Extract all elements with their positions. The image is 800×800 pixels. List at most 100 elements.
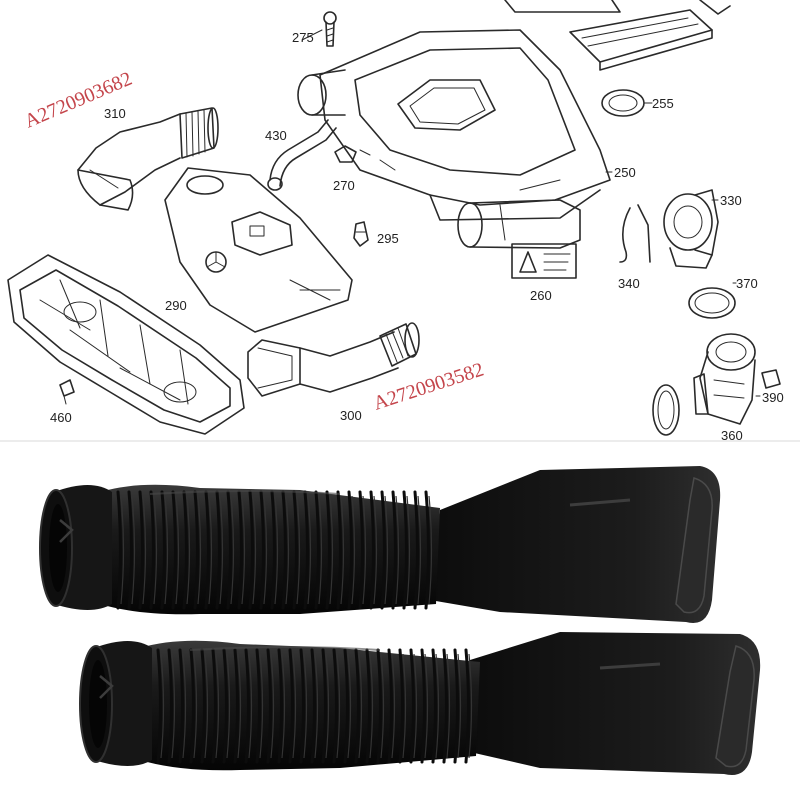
sensor-330-part (663, 189, 719, 269)
hose-rib-highlight (215, 653, 220, 759)
bolt-460-part (59, 379, 75, 405)
callout-270: 270 (333, 178, 355, 193)
hose-rib-highlight (208, 495, 213, 605)
hose-rib (292, 490, 298, 610)
hose-rib (255, 648, 261, 764)
hose-rib-highlight (248, 653, 253, 759)
hose-rib (281, 490, 287, 610)
hose-rib-highlight (241, 495, 246, 605)
callout-430: 430 (265, 128, 287, 143)
hose-rib-highlight (413, 653, 418, 759)
hose-rib-highlight (468, 653, 473, 759)
hose-rib-highlight (281, 653, 286, 759)
hose-rib-highlight (351, 495, 356, 605)
hose-rib-highlight (252, 495, 257, 605)
hose-rib (369, 490, 375, 610)
hose-rib (178, 648, 184, 764)
hose-rib (189, 648, 195, 764)
hose-rib-highlight (303, 653, 308, 759)
hose-rib-highlight (424, 653, 429, 759)
hose-rib-highlight (329, 495, 334, 605)
hose-rib-highlight (457, 653, 462, 759)
hose-rib (226, 490, 232, 610)
exploded-parts-diagram: 275 255 310 430 250 270 330 295 290 260 … (7, 0, 784, 443)
hose-rib (321, 648, 327, 764)
hose-rib (237, 490, 243, 610)
hose-rib (277, 648, 283, 764)
hose-rib (215, 490, 221, 610)
hose-rib-highlight (131, 495, 136, 605)
hose-rib (204, 490, 210, 610)
hose-rib-highlight (204, 653, 209, 759)
hose-rib (431, 648, 437, 764)
hose-rib (413, 490, 419, 610)
hose-rib-highlight (263, 495, 268, 605)
hose-rib-highlight (384, 495, 389, 605)
hose-430-part (267, 119, 337, 191)
hose-rib (200, 648, 206, 764)
hose-rib-highlight (373, 495, 378, 605)
callout-310: 310 (104, 106, 126, 121)
hose-rib-highlight (391, 653, 396, 759)
hose-rib (365, 648, 371, 764)
hose-rib (336, 490, 342, 610)
hose-rib-highlight (164, 495, 169, 605)
hose-rib (127, 490, 133, 610)
hose-rib (288, 648, 294, 764)
callout-340: 340 (618, 276, 640, 291)
hose-rib (343, 648, 349, 764)
hose-rib-highlight (296, 495, 301, 605)
air-duct-310-part (77, 107, 219, 211)
callout-300: 300 (340, 408, 362, 423)
hose-rib-highlight (230, 495, 235, 605)
hose-rib-highlight (314, 653, 319, 759)
hose-rib (149, 490, 155, 610)
hose-rib-highlight (347, 653, 352, 759)
hose-rib-highlight (160, 653, 165, 759)
hose-rib (310, 648, 316, 764)
hose-rib-highlight (318, 495, 323, 605)
hose-rib-highlight (270, 653, 275, 759)
hose-rib (314, 490, 320, 610)
hose-rib (160, 490, 166, 610)
hose-rib (354, 648, 360, 764)
hose-rib (222, 648, 228, 764)
callout-460: 460 (50, 410, 72, 425)
clamp-ring-370-part (688, 287, 736, 319)
cable-340-part (619, 204, 651, 263)
hose-rib (464, 648, 470, 764)
hose-rib (259, 490, 265, 610)
hose-rib (332, 648, 338, 764)
hose-rib (409, 648, 415, 764)
hose-rib (347, 490, 353, 610)
hose-rib-highlight (292, 653, 297, 759)
air-duct-300-part (247, 322, 420, 397)
hose-rib-highlight (307, 495, 312, 605)
hose-rib-highlight (171, 653, 176, 759)
intake-tray-part (7, 254, 245, 435)
hose-rib (156, 648, 162, 764)
hose-rib-highlight (197, 495, 202, 605)
hose-photo-lower (79, 632, 761, 776)
seal-ring-255-part (601, 89, 645, 117)
hose-rib (325, 490, 331, 610)
hose-rib (233, 648, 239, 764)
hose-rib-highlight (175, 495, 180, 605)
hose-corrugations-lower (156, 648, 473, 764)
callout-260: 260 (530, 288, 552, 303)
intake-duct-part (457, 199, 581, 249)
seal-360-part (652, 384, 680, 436)
callout-390: 390 (762, 390, 784, 405)
clip-295-part (353, 221, 369, 247)
callout-330: 330 (720, 193, 742, 208)
hose-rib-highlight (336, 653, 341, 759)
hose-rib (167, 648, 173, 764)
hose-rib (211, 648, 217, 764)
clip-270-part (334, 145, 357, 163)
hose-rib (171, 490, 177, 610)
hose-rib-highlight (259, 653, 264, 759)
hose-rib-highlight (369, 653, 374, 759)
hose-rib (138, 490, 144, 610)
hose-photo-upper (39, 466, 721, 624)
